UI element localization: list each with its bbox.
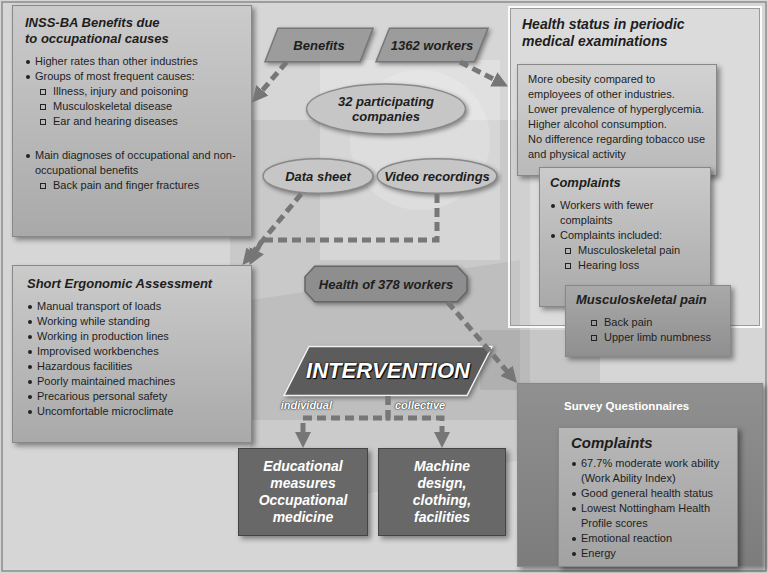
process-octagon: Health of 378 workers: [305, 266, 467, 302]
list-item: Back pain and finger fractures: [25, 178, 241, 193]
list-item: Groups of most frequent causes:: [25, 69, 241, 84]
node-content: Educational measures Occupational medici…: [239, 449, 367, 535]
node-label: More obesity compared to employees of ot…: [528, 72, 708, 102]
action-box: Machine design, clothing, facilities: [378, 448, 506, 536]
list-item: Higher rates than other industries: [25, 54, 241, 69]
heading-text: Short Ergonomic Assessment: [27, 276, 241, 292]
node-shape: [284, 347, 492, 396]
list-item: Uncomfortable microclimate: [27, 404, 241, 419]
action-box: Educational measures Occupational medici…: [238, 448, 368, 536]
process-parallelogram: 1362 workers: [376, 28, 488, 62]
list-item: Energy: [571, 546, 729, 561]
info-box: Complaints 67.7% moderate work ability (W…: [558, 427, 738, 567]
process-parallelogram: INTERVENTION: [284, 346, 492, 396]
heading-text: Complaints: [550, 175, 700, 191]
process-ellipse: 32 participating companies: [305, 83, 467, 135]
list-item: Workers with fewer complaints: [550, 198, 700, 228]
node-content: INTERVENTION: [284, 346, 492, 396]
info-box: Short Ergonomic AssessmentManual transpo…: [12, 265, 252, 443]
list-item: Lowest Nottingham Health Profile scores: [571, 501, 729, 531]
node-label: Educational measures Occupational medici…: [251, 458, 355, 526]
edge-label: individual: [281, 398, 332, 412]
info-box: More obesity compared to employees of ot…: [517, 64, 717, 176]
list-item: Working in production lines: [27, 329, 241, 344]
list-item: Upper limb numbness: [576, 330, 720, 345]
info-box: Survey QuestionnairesComplaints 67.7% mod…: [517, 383, 763, 567]
list-item: Musculoskeletal pain: [550, 243, 700, 258]
node-label: Video recordings: [384, 169, 490, 184]
heading-text: Complaints: [571, 434, 729, 452]
node-content: INSS-BA Benefits due to occupational cau…: [13, 6, 251, 199]
list-item: Back pain: [576, 315, 720, 330]
node-content: 1362 workers: [376, 28, 488, 62]
node-content: Survey Questionnaires: [518, 384, 762, 414]
node-content: Machine design, clothing, facilities: [379, 449, 505, 535]
heading-text: INSS-BA Benefits due to occupational cau…: [25, 15, 175, 47]
dashed-arrow: [460, 62, 501, 83]
process-parallelogram: Benefits: [265, 28, 373, 62]
node-content: 32 participating companies: [305, 83, 467, 135]
node-label: 1362 workers: [391, 38, 473, 53]
list-item: Emotional reaction: [571, 531, 729, 546]
process-ellipse: Video recordings: [376, 158, 498, 194]
node-label: Data sheet: [285, 169, 351, 184]
node-label: Higher alcohol consumption.: [528, 117, 708, 132]
dashed-arrow: [257, 62, 286, 96]
info-box: Musculoskeletal painBack painUpper limb …: [565, 285, 731, 357]
list-item: Hearing loss: [550, 258, 700, 273]
node-content: Complaints 67.7% moderate work ability (W…: [559, 428, 737, 567]
node-content: Musculoskeletal painBack painUpper limb …: [566, 286, 730, 350]
node-shape: [263, 159, 373, 194]
node-label: Health of 378 workers: [319, 277, 453, 292]
node-content: Short Ergonomic AssessmentManual transpo…: [13, 266, 251, 425]
list-item: Illness, injury and poisoning: [25, 84, 241, 99]
node-label: No difference regarding tobacco use and …: [528, 132, 708, 162]
info-box: INSS-BA Benefits due to occupational cau…: [12, 5, 252, 237]
list-item: Precarious personal safety: [27, 389, 241, 404]
dashed-arrow: [253, 194, 437, 258]
node-content: More obesity compared to employees of ot…: [518, 65, 716, 168]
list-item: Main diagnoses of occupational and non-o…: [25, 148, 241, 178]
edge-label: collective: [395, 398, 445, 412]
node-label: Lower prevalence of hyperglycemia.: [528, 102, 708, 117]
node-label: Machine design, clothing, facilities: [390, 458, 494, 526]
node-shape: [376, 28, 488, 61]
heading-text: Survey Questionnaires: [564, 399, 750, 414]
list-item: Manual transport of loads: [27, 299, 241, 314]
list-item: Ear and hearing diseases: [25, 114, 241, 129]
node-content: Health status in periodic medical examin…: [510, 8, 760, 65]
group-region: Health status in periodic medical examin…: [508, 6, 762, 328]
node-content: Benefits: [265, 28, 373, 62]
node-shape: [307, 84, 466, 134]
node-shape: [377, 159, 497, 194]
list-item: 67.7% moderate work ability (Work Abilit…: [571, 456, 729, 486]
list-item: Complaints included:: [550, 228, 700, 243]
node-label: INTERVENTION: [306, 358, 470, 384]
node-shape: [265, 28, 373, 61]
node-label: 32 participating companies: [337, 94, 435, 124]
process-ellipse: Data sheet: [262, 158, 374, 194]
node-content: Health of 378 workers: [305, 266, 467, 302]
list-item: Musculoskeletal disease: [25, 99, 241, 114]
node-content: Data sheet: [262, 158, 374, 194]
node-content: Video recordings: [376, 158, 498, 194]
heading-text: Health status in periodic medical examin…: [522, 16, 732, 50]
node-label: Benefits: [293, 38, 344, 53]
list-item: Improvised workbenches: [27, 344, 241, 359]
node-shape: [305, 266, 467, 301]
list-item: Good general health status: [571, 486, 729, 501]
list-item: Working while standing: [27, 314, 241, 329]
heading-text: Musculoskeletal pain: [576, 292, 720, 308]
node-content: ComplaintsWorkers with fewer complaintsC…: [540, 168, 710, 279]
list-item: Hazardous facilities: [27, 359, 241, 374]
list-item: Poorly maintained machines: [27, 374, 241, 389]
dashed-arrow: [248, 194, 302, 259]
